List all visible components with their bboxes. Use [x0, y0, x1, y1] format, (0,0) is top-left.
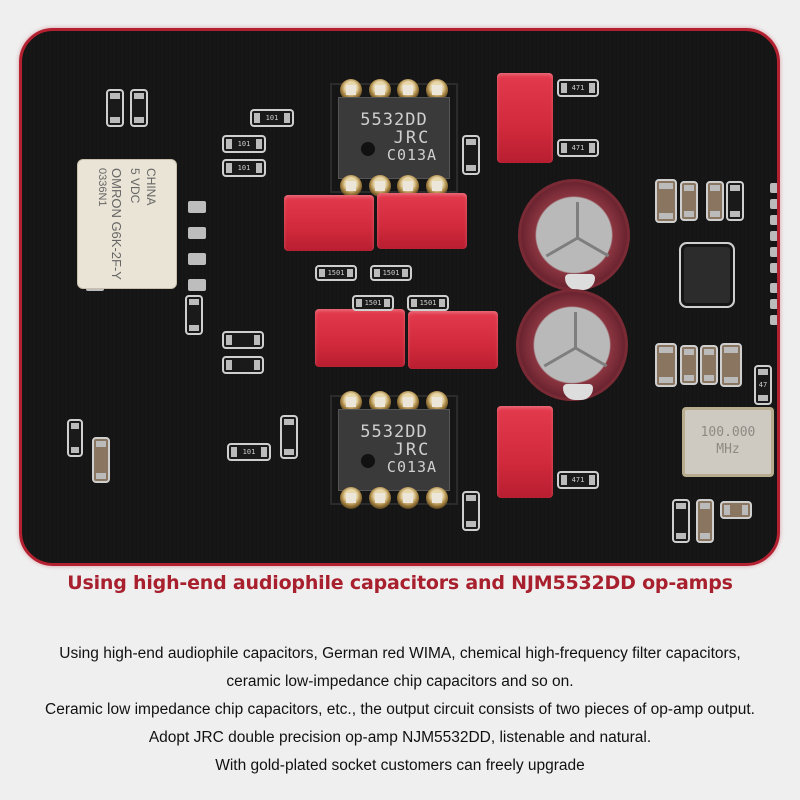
caption-description: Using high-end audiophile capacitors, Ge… — [0, 640, 800, 780]
smd-resistor: 471 — [557, 79, 599, 97]
wima-capacitor — [497, 406, 553, 498]
pin1-dot-icon — [361, 142, 375, 156]
wima-capacitor — [377, 193, 467, 249]
electrolytic-capacitor — [516, 289, 628, 401]
smd-resistor — [185, 295, 203, 335]
crystal-unit: MHz — [716, 442, 740, 457]
pin1-dot-icon — [361, 454, 375, 468]
smd-resistor: 1501 — [370, 265, 412, 281]
smd-resistor: 101 — [227, 443, 271, 461]
smd-capacitor — [655, 179, 677, 223]
smd-resistor — [106, 89, 124, 127]
opamp-brand: JRC — [393, 128, 431, 149]
smd-capacitor — [680, 345, 698, 385]
opamp-model: 5532DD — [360, 422, 428, 443]
wima-capacitor — [284, 195, 374, 251]
caption-line: Using high-end audiophile capacitors, Ge… — [59, 645, 741, 662]
omron-relay: 0336N1 OMRON G6K-2F-Y 5 VDC CHINA — [77, 159, 177, 289]
smd-resistor: 101 — [250, 109, 294, 127]
smd-resistor — [67, 419, 83, 457]
relay-origin: CHINA — [144, 168, 158, 206]
smd-resistor — [222, 356, 264, 374]
smd-capacitor — [720, 501, 752, 519]
smd-resistor: 471 — [557, 471, 599, 489]
caption-line: Ceramic low impedance chip capacitors, e… — [45, 701, 755, 718]
caption-line: ceramic low-impedance chip capacitors an… — [226, 673, 574, 690]
opamp-chip-top: 5532DD JRC C013A — [330, 79, 458, 197]
caption-headline: Using high-end audiophile capacitors and… — [67, 572, 733, 594]
relay-code: 0336N1 — [96, 168, 108, 207]
smd-resistor: 101 — [222, 135, 266, 153]
opamp-lot: C013A — [386, 457, 438, 476]
wima-capacitor — [408, 311, 498, 369]
smd-capacitor — [92, 437, 110, 483]
smd-resistor — [726, 181, 744, 221]
opamp-lot: C013A — [386, 145, 438, 164]
pcb-board: 5532DD JRC C013A 5532DD JRC C013A — [19, 28, 780, 566]
smd-resistor — [222, 331, 264, 349]
electrolytic-capacitor — [518, 179, 630, 291]
crystal-oscillator: 100.000 MHz — [682, 407, 774, 477]
caption-line: With gold-plated socket customers can fr… — [215, 757, 585, 774]
caption-line: Adopt JRC double precision op-amp NJM553… — [148, 729, 652, 746]
smd-resistor — [672, 499, 690, 543]
smd-resistor — [462, 491, 480, 531]
relay-model: OMRON G6K-2F-Y — [109, 168, 124, 280]
smd-resistor: 47 — [754, 365, 772, 405]
smd-resistor: 1501 — [352, 295, 394, 311]
smd-capacitor — [680, 181, 698, 221]
smd-capacitor — [655, 343, 677, 387]
wima-capacitor — [315, 309, 405, 367]
smd-resistor: 101 — [222, 159, 266, 177]
dac-ic-chip — [684, 247, 730, 303]
smd-resistor — [280, 415, 298, 459]
relay-voltage: 5 VDC — [128, 168, 142, 204]
opamp-chip-bottom: 5532DD JRC C013A — [330, 391, 458, 509]
smd-resistor — [462, 135, 480, 175]
smd-capacitor — [696, 499, 714, 543]
gold-socket — [330, 83, 458, 193]
smd-capacitor — [700, 345, 718, 385]
opamp-brand: JRC — [393, 440, 431, 461]
crystal-frequency: 100.000 — [700, 425, 756, 441]
smd-resistor: 1501 — [315, 265, 357, 281]
wima-capacitor — [497, 73, 553, 163]
gold-socket — [330, 395, 458, 505]
smd-capacitor — [720, 343, 742, 387]
opamp-model: 5532DD — [360, 110, 428, 131]
smd-capacitor — [706, 181, 724, 221]
smd-resistor: 1501 — [407, 295, 449, 311]
smd-resistor — [130, 89, 148, 127]
smd-resistor: 471 — [557, 139, 599, 157]
